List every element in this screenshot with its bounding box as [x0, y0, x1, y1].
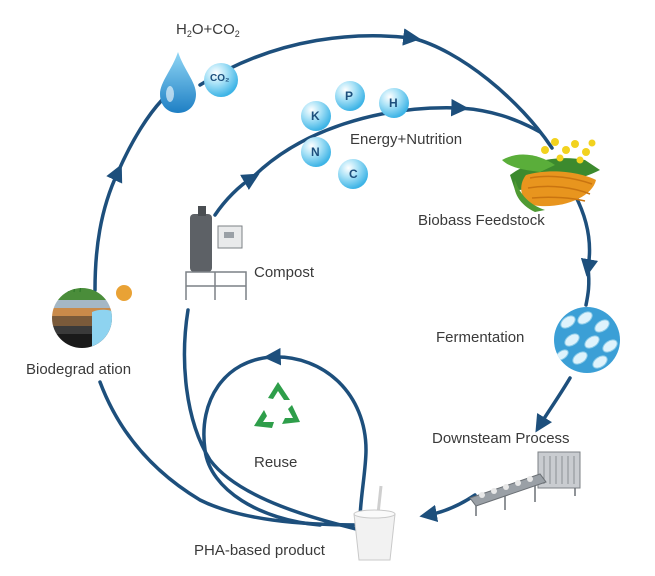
fermentation-label: Fermentation	[436, 329, 525, 346]
arrow-up-to-drop	[116, 98, 164, 174]
arrow-biodegradation-up	[93, 164, 123, 292]
h2o-h: H	[176, 21, 187, 38]
reuse-loop	[263, 347, 368, 522]
downstream-process-label: Downsteam Process	[432, 430, 570, 447]
bubble-c	[338, 159, 368, 189]
nutrient-bubbles	[301, 81, 409, 189]
bubble-p	[335, 81, 365, 111]
downstream-machine-icon	[469, 451, 581, 516]
pha-cup-icon	[353, 485, 396, 561]
co2-bubble-text: CO₂	[210, 73, 230, 84]
inner-arrows	[182, 98, 542, 532]
pha-product-label: PHA-based product	[194, 542, 325, 559]
bubble-h	[379, 88, 409, 118]
h2o-rest: O+CO	[191, 21, 235, 38]
h2o-sub: 2	[186, 29, 192, 39]
water-drop-icon	[160, 52, 196, 113]
arrow-feedstock-down	[573, 193, 599, 277]
bubble-h-text: H	[389, 96, 398, 110]
co2-sub: 2	[234, 29, 240, 39]
bubble-k	[301, 101, 331, 131]
bubble-n	[301, 137, 331, 167]
recycle-icon	[254, 382, 300, 428]
arrow-downstream-to-product	[419, 493, 477, 523]
feedstock-icon	[502, 138, 600, 212]
compost-label: Compost	[254, 264, 315, 281]
arrow-product-left	[98, 380, 362, 527]
arrow-energy-to-feedstock	[458, 106, 542, 134]
bubble-c-text: C	[349, 167, 358, 181]
h2o-co2-label: H2O+CO2	[176, 22, 240, 39]
biodegradation-label: Biodegrad ation	[26, 361, 132, 378]
bubble-k-text: K	[311, 109, 320, 123]
biobass-feedstock-label: Biobass Feedstock	[418, 212, 545, 229]
co2-bubble-icon	[204, 63, 238, 97]
arrow-product-to-compost	[182, 308, 362, 532]
arrow-fermentation-down	[535, 376, 572, 433]
biodegradation-icon	[52, 285, 132, 348]
bubble-p-text: P	[345, 89, 354, 103]
compost-machine-icon	[185, 206, 247, 300]
arrow-compost-up	[213, 173, 260, 217]
arrow-to-fermentation	[584, 266, 591, 307]
reuse-loop-left	[202, 355, 322, 527]
fermentation-icon	[554, 307, 620, 373]
reuse-label: Reuse	[254, 454, 298, 471]
arrow-to-energy	[250, 98, 469, 180]
energy-nutrition-label: Energy+Nutrition	[350, 131, 463, 148]
bubble-n-text: N	[311, 145, 320, 159]
